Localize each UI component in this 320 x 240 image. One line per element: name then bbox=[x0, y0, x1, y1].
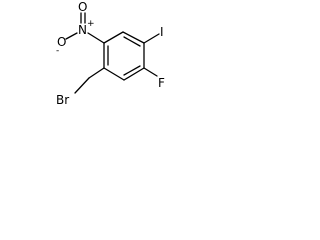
bond-c-iodine bbox=[143, 33, 160, 44]
ring-bond-4 bbox=[123, 67, 145, 81]
nitro-nitrogen-charge: + bbox=[87, 19, 95, 29]
bond-n-o-left bbox=[65, 32, 78, 40]
iodine-label: I bbox=[160, 25, 164, 39]
ring-bond-1 bbox=[103, 31, 124, 44]
bromine-label: Br bbox=[56, 93, 69, 107]
bond-ch2-br bbox=[74, 77, 90, 94]
bond-c-fluorine bbox=[143, 67, 158, 77]
nitro-oxygen-left-label: O bbox=[57, 35, 66, 49]
fluorine-label: F bbox=[158, 76, 165, 90]
bond-c-ch2 bbox=[88, 67, 105, 79]
structure-canvas: I F Br N + O O - bbox=[0, 0, 194, 138]
chemical-structure: I F Br N + O O - bbox=[56, 0, 165, 107]
ring-bond-2 bbox=[122, 31, 145, 44]
ring-bond-4-inner bbox=[123, 65, 141, 76]
ring-bond-5 bbox=[103, 67, 125, 81]
nitro-oxygen-top-label: O bbox=[78, 0, 87, 14]
nitro-nitrogen-label: N bbox=[78, 23, 87, 37]
ring-bond-2-inner bbox=[123, 36, 141, 47]
bond-c-nitro bbox=[87, 32, 105, 44]
nitro-oxygen-left-charge: - bbox=[56, 46, 59, 56]
